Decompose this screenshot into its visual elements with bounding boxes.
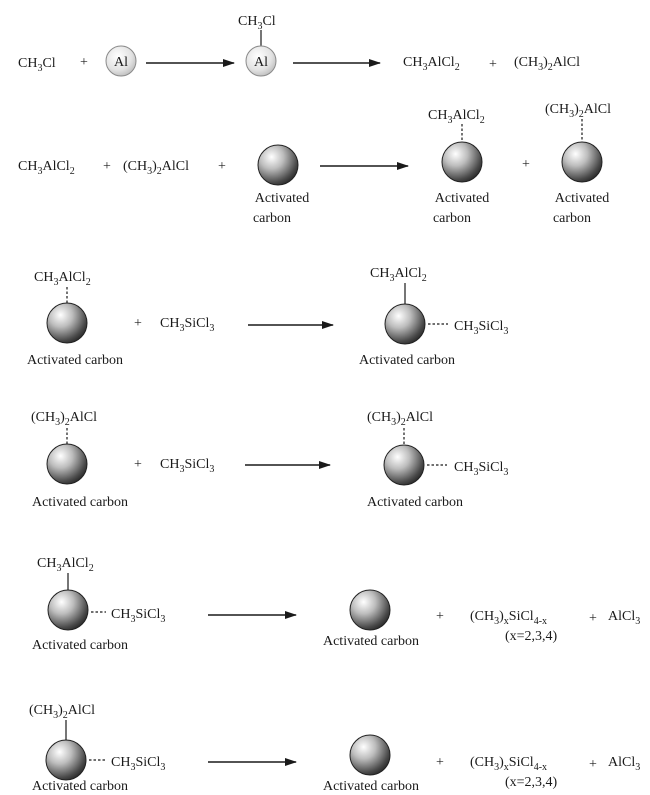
plus-sign: + <box>436 755 444 770</box>
activated-carbon-sphere <box>45 739 87 781</box>
formula-methylchlorosilane: (CH3)xSiCl4-x <box>470 609 547 627</box>
activated-carbon-caption: Activated carbon <box>323 779 419 794</box>
activated-carbon-sphere <box>47 589 89 631</box>
formula-alcl3: AlCl3 <box>608 755 640 773</box>
formula-ch3alcl2: CH3AlCl2 <box>428 108 485 126</box>
formula-ch3-2-alcl: (CH3)2AlCl <box>514 55 580 73</box>
formula-ch3sicl3: CH3SiCl3 <box>111 607 165 625</box>
activated-carbon-caption: Activated <box>255 191 309 206</box>
formula-ch3-2-alcl: (CH3)2AlCl <box>31 410 97 428</box>
plus-sign: + <box>218 159 226 174</box>
plus-sign: + <box>589 757 597 772</box>
formula-ch3sicl3: CH3SiCl3 <box>454 460 508 478</box>
activated-carbon-sphere <box>349 734 391 776</box>
plus-sign: + <box>589 611 597 626</box>
activated-carbon-sphere <box>384 303 426 345</box>
plus-sign: + <box>436 609 444 624</box>
plus-sign: + <box>103 159 111 174</box>
formula-ch3-2-alcl: (CH3)2AlCl <box>123 159 189 177</box>
activated-carbon-caption: Activated carbon <box>359 353 455 368</box>
activated-carbon-caption: carbon <box>553 211 591 226</box>
reaction-5: CH3AlCl2 CH3SiCl3 Activated carbon Activ… <box>32 556 640 653</box>
activated-carbon-caption: Activated <box>435 191 489 206</box>
activated-carbon-sphere <box>257 144 299 186</box>
formula-ch3sicl3: CH3SiCl3 <box>454 319 508 337</box>
aluminum-particle <box>105 45 137 77</box>
activated-carbon-sphere <box>561 141 603 183</box>
reaction-6: (CH3)2AlCl CH3SiCl3 Activated carbon Act… <box>29 703 640 794</box>
reaction-2: CH3AlCl2 + (CH3)2AlCl + Activated carbon… <box>18 102 611 226</box>
aluminum-label: Al <box>254 55 268 70</box>
reaction-3: CH3AlCl2 Activated carbon + CH3SiCl3 CH3… <box>27 266 508 368</box>
activated-carbon-sphere <box>46 302 88 344</box>
formula-ch3sicl3: CH3SiCl3 <box>111 755 165 773</box>
activated-carbon-caption: Activated carbon <box>32 495 128 510</box>
plus-sign: + <box>134 316 142 331</box>
activated-carbon-sphere <box>46 443 88 485</box>
plus-sign: + <box>134 457 142 472</box>
activated-carbon-caption: Activated carbon <box>27 353 123 368</box>
x-values-note: (x=2,3,4) <box>505 629 558 644</box>
formula-ch3sicl3: CH3SiCl3 <box>160 457 214 475</box>
formula-ch3alcl2: CH3AlCl2 <box>34 270 91 288</box>
formula-ch3-2-alcl: (CH3)2AlCl <box>29 703 95 721</box>
activated-carbon-caption: Activated carbon <box>32 638 128 653</box>
activated-carbon-caption: carbon <box>253 211 291 226</box>
formula-alcl3: AlCl3 <box>608 609 640 627</box>
plus-sign: + <box>522 157 530 172</box>
reaction-1: CH3Cl + Al CH3Cl Al CH3AlCl2 + (CH3)2AlC… <box>18 14 580 77</box>
formula-ch3alcl2: CH3AlCl2 <box>37 556 94 574</box>
formula-ch3-2-alcl: (CH3)2AlCl <box>367 410 433 428</box>
activated-carbon-caption: Activated <box>555 191 609 206</box>
activated-carbon-sphere <box>383 444 425 486</box>
adsorbed-ch3cl: CH3Cl <box>238 14 276 32</box>
plus-sign: + <box>489 57 497 72</box>
reaction-4: (CH3)2AlCl Activated carbon + CH3SiCl3 (… <box>31 410 508 510</box>
formula-ch3sicl3: CH3SiCl3 <box>160 316 214 334</box>
formula-ch3alcl2: CH3AlCl2 <box>370 266 427 284</box>
formula-ch3-2-alcl: (CH3)2AlCl <box>545 102 611 120</box>
formula-ch3cl: CH3Cl <box>18 56 56 74</box>
formula-ch3alcl2: CH3AlCl2 <box>18 159 75 177</box>
activated-carbon-sphere <box>349 589 391 631</box>
plus-sign: + <box>80 55 88 70</box>
formula-methylchlorosilane: (CH3)xSiCl4-x <box>470 755 547 773</box>
x-values-note: (x=2,3,4) <box>505 775 558 790</box>
aluminum-particle <box>245 45 277 77</box>
activated-carbon-caption: Activated carbon <box>32 779 128 794</box>
activated-carbon-caption: Activated carbon <box>323 634 419 649</box>
aluminum-label: Al <box>114 55 128 70</box>
formula-ch3alcl2: CH3AlCl2 <box>403 55 460 73</box>
activated-carbon-caption: Activated carbon <box>367 495 463 510</box>
activated-carbon-sphere <box>441 141 483 183</box>
activated-carbon-caption: carbon <box>433 211 471 226</box>
